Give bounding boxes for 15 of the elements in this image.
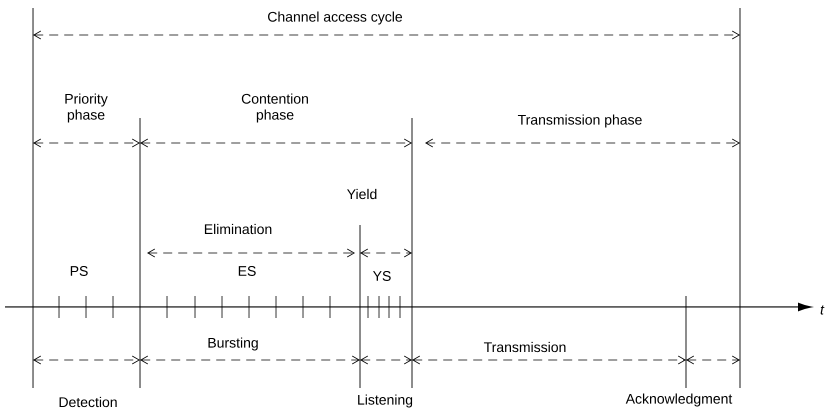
label: Elimination — [204, 224, 272, 234]
label: Listening — [358, 394, 412, 408]
label: Contention phase — [242, 93, 308, 122]
label: Channel access cycle — [268, 11, 402, 25]
label: Transmission — [484, 342, 566, 352]
label: Transmission phase — [518, 114, 642, 128]
label: Bursting — [208, 337, 258, 350]
label: PS — [70, 266, 88, 276]
label: ES — [238, 266, 256, 276]
label: Detection — [60, 396, 117, 408]
label: Yield — [347, 188, 376, 200]
label: Acknowledgment — [626, 393, 732, 406]
label: YS — [372, 271, 391, 281]
label: t — [820, 305, 824, 315]
label: Priority phase — [65, 93, 108, 122]
